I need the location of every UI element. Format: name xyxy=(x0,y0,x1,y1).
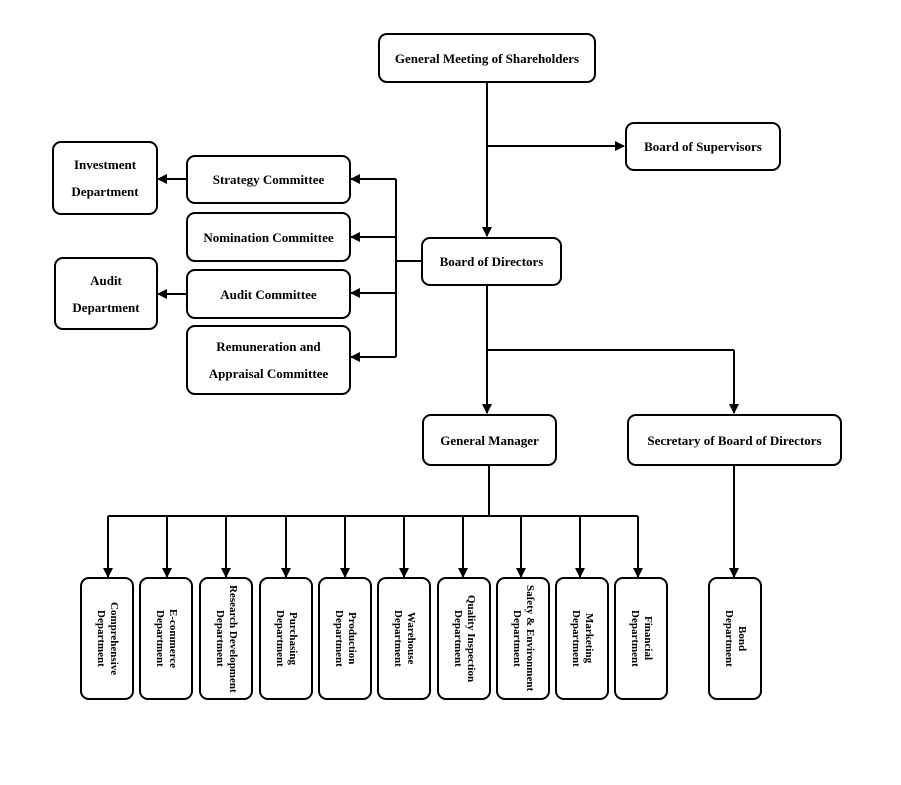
dept-label-2: Department xyxy=(214,610,226,667)
dept-label-1: Warehouse xyxy=(405,612,417,665)
dept-label-1: Marketing xyxy=(583,613,595,664)
dept-label-1: Safety & Environment xyxy=(524,585,536,692)
node-label: Board of Directors xyxy=(439,254,544,269)
node-audit-committee: Audit Committee xyxy=(186,269,351,319)
dept-label-2: Department xyxy=(723,610,735,667)
node-label-line-2: Department xyxy=(72,299,140,315)
dept-label-1: Comprehensive xyxy=(108,601,120,676)
node-label: General Manager xyxy=(440,432,539,448)
dept-label-2: Department xyxy=(274,610,286,667)
node-supervisors: Board of Supervisors xyxy=(625,122,781,171)
node-remuneration-committee: Remuneration and Appraisal Committee xyxy=(186,325,351,395)
dept-label-2: Department xyxy=(154,610,166,667)
node-label: Nomination Committee xyxy=(203,229,334,245)
node-label-line-1: Remuneration and xyxy=(216,339,321,354)
dept-label-2: Department xyxy=(333,610,345,667)
node-label: Audit Committee xyxy=(220,286,317,302)
node-general-manager: General Manager xyxy=(422,414,557,466)
node-label: Board of Supervisors xyxy=(644,139,762,154)
node-shareholders: General Meeting of Shareholders xyxy=(378,33,596,83)
node-label: Secretary of Board of Directors xyxy=(647,432,822,448)
node-nomination-committee: Nomination Committee xyxy=(186,212,351,262)
node-label-line-2: Department xyxy=(71,184,139,199)
dept-label-2: Department xyxy=(95,610,107,667)
dept-label-1: Research Development xyxy=(227,584,239,693)
node-directors: Board of Directors xyxy=(421,237,562,286)
dept-label-2: Department xyxy=(511,610,523,667)
node-label-line-1: Audit xyxy=(90,272,122,288)
node-label: Strategy Committee xyxy=(212,172,325,187)
node-strategy-committee: Strategy Committee xyxy=(186,155,351,204)
node-investment-department: Investment Department xyxy=(52,141,158,215)
dept-label-1: Financial xyxy=(642,616,654,661)
dept-label-1: E-commerce xyxy=(167,608,179,669)
dept-label-1: Production xyxy=(346,612,358,665)
dept-label-2: Department xyxy=(629,610,641,667)
node-secretary: Secretary of Board of Directors xyxy=(627,414,842,466)
node-label-line-1: Investment xyxy=(73,157,137,172)
dept-label-2: Department xyxy=(452,610,464,667)
dept-label-1: Purchasing xyxy=(287,612,299,665)
dept-label-2: Department xyxy=(392,610,404,667)
node-audit-department: Audit Department xyxy=(54,257,158,330)
dept-label-2: Department xyxy=(570,610,582,667)
node-label-line-2: Appraisal Committee xyxy=(208,366,329,381)
node-label: General Meeting of Shareholders xyxy=(394,50,580,66)
dept-label-1: Quality Inspection xyxy=(465,594,477,683)
dept-label-1: Bond xyxy=(736,625,748,652)
